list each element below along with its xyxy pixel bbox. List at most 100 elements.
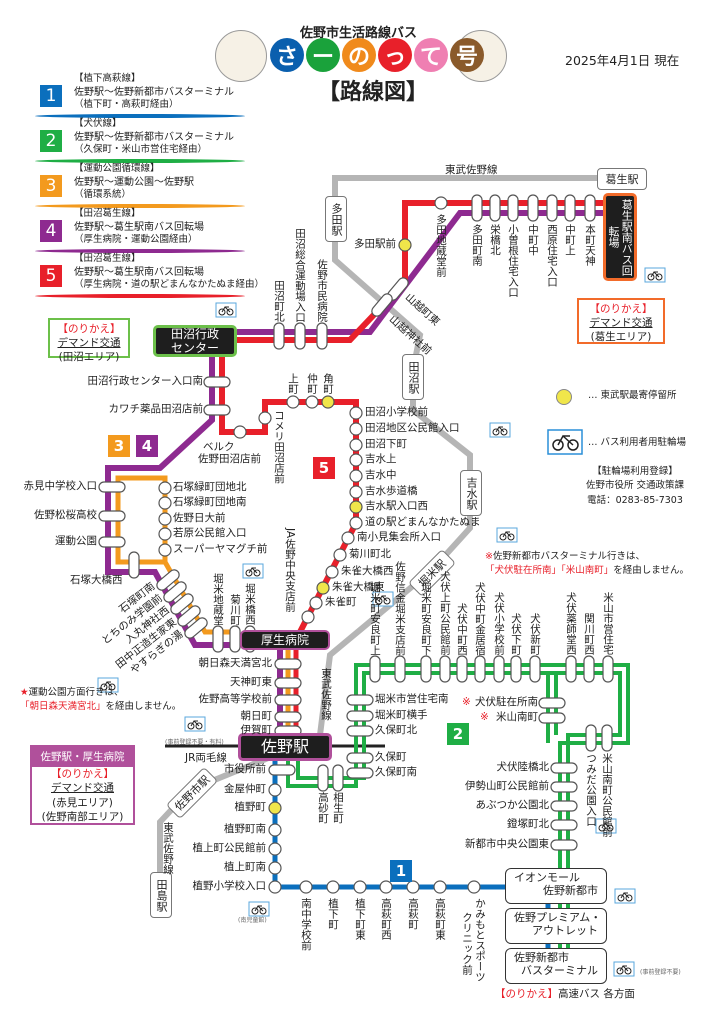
bus-stop-label[interactable]: 堀米町横手 (375, 709, 428, 721)
bus-stop-marker[interactable] (353, 880, 367, 894)
bus-stop-label[interactable]: 相生町 (332, 792, 345, 824)
bus-stop-marker[interactable] (98, 481, 126, 493)
bus-stop-marker[interactable] (550, 781, 578, 793)
bus-stop-marker[interactable] (155, 568, 181, 592)
bus-stop-label[interactable]: 菊川町 (229, 593, 242, 626)
bus-stop-label[interactable]: 犬伏陸橋北 (496, 761, 550, 773)
bus-stop-marker[interactable] (349, 516, 363, 530)
bus-stop-marker[interactable] (268, 783, 282, 797)
bus-stop-marker[interactable] (346, 767, 374, 779)
bus-stop-label[interactable]: 犬伏上町公民館前 (439, 571, 452, 655)
bus-stop-marker[interactable] (98, 536, 126, 548)
bus-stop-marker[interactable] (394, 655, 406, 683)
bus-stop-label[interactable]: 佐野高等学校前 (198, 693, 273, 705)
bus-stop-label[interactable]: スーパーヤマグチ前 (173, 543, 268, 555)
bus-stop-label[interactable]: 高萩町 (407, 898, 420, 930)
bus-stop-label[interactable]: 堀米地蔵堂 (212, 572, 225, 626)
bus-stop-label[interactable]: 小曽根住宅入口 (507, 224, 520, 298)
bus-stop-marker[interactable] (349, 469, 363, 483)
bus-stop-label[interactable]: 南中学校前 (300, 898, 313, 951)
bus-stop-label[interactable]: 犬伏下町 (510, 613, 523, 655)
bus-stop-marker[interactable] (346, 710, 374, 722)
bus-stop-marker[interactable] (493, 655, 505, 683)
bus-stop-marker[interactable] (349, 406, 363, 420)
bus-stop-label[interactable]: 吉水上 (365, 453, 397, 465)
bus-stop-marker[interactable] (332, 764, 344, 792)
bus-stop-marker[interactable] (474, 655, 486, 683)
bus-stop-label[interactable]: 佐野松桜高校 (34, 509, 97, 521)
bus-stop-marker[interactable] (456, 655, 468, 683)
bus-stop-marker[interactable] (346, 725, 374, 737)
bus-stop-label[interactable]: 佐野市民病院 (316, 259, 329, 322)
bus-stop-label[interactable]: 中町上 (564, 224, 577, 256)
registration-phone[interactable]: 電話：0283-85-7303 (587, 494, 683, 506)
bus-stop-label[interactable]: JA佐野中央支店前 (284, 528, 297, 612)
bus-stop-label[interactable]: 多田町南 (471, 224, 484, 266)
bus-stop-marker[interactable] (529, 655, 541, 683)
bus-stop-marker[interactable] (346, 752, 374, 764)
bus-stop-marker[interactable] (550, 839, 578, 851)
bus-stop-marker[interactable] (268, 861, 282, 875)
bus-stop-label[interactable]: 植上町公民館前 (192, 842, 267, 854)
bus-stop-label[interactable]: 犬伏新町 (529, 613, 542, 655)
hub-tanuma-center[interactable]: 田沼行政センター (153, 325, 237, 357)
bus-stop-marker[interactable] (268, 823, 282, 837)
bus-stop-label[interactable]: 久保町北 (375, 724, 417, 736)
bus-stop-marker[interactable] (229, 625, 241, 653)
bus-stop-marker[interactable] (158, 512, 172, 526)
bus-stop-label[interactable]: 堀米市営住宅南 (375, 693, 449, 705)
bus-stop-marker[interactable] (325, 565, 339, 579)
bus-stop-marker[interactable] (158, 527, 172, 541)
bus-stop-label[interactable]: 佐野信金堀米支店前 (394, 560, 407, 656)
bus-stop-marker[interactable] (564, 194, 576, 222)
bus-stop-marker[interactable] (299, 880, 313, 894)
tobu-nearest-stop-marker[interactable] (268, 801, 282, 815)
bus-stop-label[interactable]: 犬伏中町金居宿 (474, 581, 487, 656)
bus-stop-marker[interactable] (406, 880, 420, 894)
bus-stop-label[interactable]: カワチ薬品田沼店前 (108, 403, 204, 415)
bus-stop-label[interactable]: 佐野田沼店前 (198, 453, 261, 465)
bus-stop-label[interactable]: 西原住宅入口 (546, 224, 559, 287)
tobu-nearest-stop-marker[interactable] (398, 238, 412, 252)
bus-stop-label[interactable]: 田沼行政センター入口南 (87, 375, 204, 387)
bus-stop-marker[interactable] (489, 194, 501, 222)
bus-stop-marker[interactable] (268, 880, 282, 894)
hub-premium-outlet[interactable]: 佐野プレミアム・アウトレット (505, 908, 607, 944)
bus-stop-label[interactable]: コメリ田沼店前 (273, 410, 286, 484)
bus-stop-label[interactable]: 犬伏薬師堂西 (565, 592, 578, 655)
bus-stop-label[interactable]: 佐野日大前 (173, 512, 226, 524)
hub-sano-station[interactable]: 佐野駅 (238, 733, 332, 761)
bus-stop-label[interactable]: 朱雀町 (325, 596, 357, 608)
bus-stop-label[interactable]: 鐙塚町北 (507, 818, 549, 830)
bus-stop-label[interactable]: 本町天神 (584, 224, 597, 266)
bus-stop-marker[interactable] (546, 194, 558, 222)
bus-stop-label[interactable]: 堀米橋西 (244, 583, 257, 625)
bus-stop-marker[interactable] (176, 604, 202, 628)
bus-stop-marker[interactable] (203, 404, 231, 416)
hub-aeon-mall[interactable]: イオンモール佐野新都市 (505, 868, 607, 904)
bus-stop-label[interactable]: 伊勢山町公民館前 (465, 780, 549, 792)
bus-stop-label[interactable]: 米山南町公民館前 (601, 753, 614, 837)
bus-stop-marker[interactable] (317, 764, 329, 792)
bus-stop-label[interactable]: 植下町 (327, 898, 340, 930)
bus-stop-label[interactable]: 市役所前 (224, 763, 266, 775)
bus-stop-marker[interactable] (233, 425, 247, 439)
bus-stop-label[interactable]: 米山市営住宅 (602, 592, 615, 655)
bus-stop-marker[interactable] (602, 655, 614, 683)
bus-stop-label[interactable]: 南小見集会所入口 (357, 531, 441, 543)
bus-stop-label[interactable]: あぶつか公園北 (475, 799, 550, 811)
hub-bus-terminal[interactable]: 佐野新都市バスターミナル (505, 948, 607, 984)
bus-stop-label[interactable]: 若原公民館入口 (173, 527, 247, 539)
bus-stop-marker[interactable] (294, 322, 306, 350)
bus-stop-marker[interactable] (158, 481, 172, 495)
bus-stop-label[interactable]: 植野小学校入口 (192, 880, 267, 892)
bus-stop-marker[interactable] (305, 395, 319, 409)
bus-stop-label[interactable]: 高萩町東 (434, 898, 447, 940)
bus-stop-label[interactable]: 赤見中学校入口 (23, 480, 98, 492)
bus-stop-marker[interactable] (420, 655, 432, 683)
bus-stop-marker[interactable] (433, 880, 447, 894)
bus-stop-marker[interactable] (565, 655, 577, 683)
bus-stop-marker[interactable] (439, 655, 451, 683)
tobu-nearest-stop-marker[interactable] (316, 581, 330, 595)
bus-stop-label[interactable]: 運動公園 (55, 535, 97, 547)
